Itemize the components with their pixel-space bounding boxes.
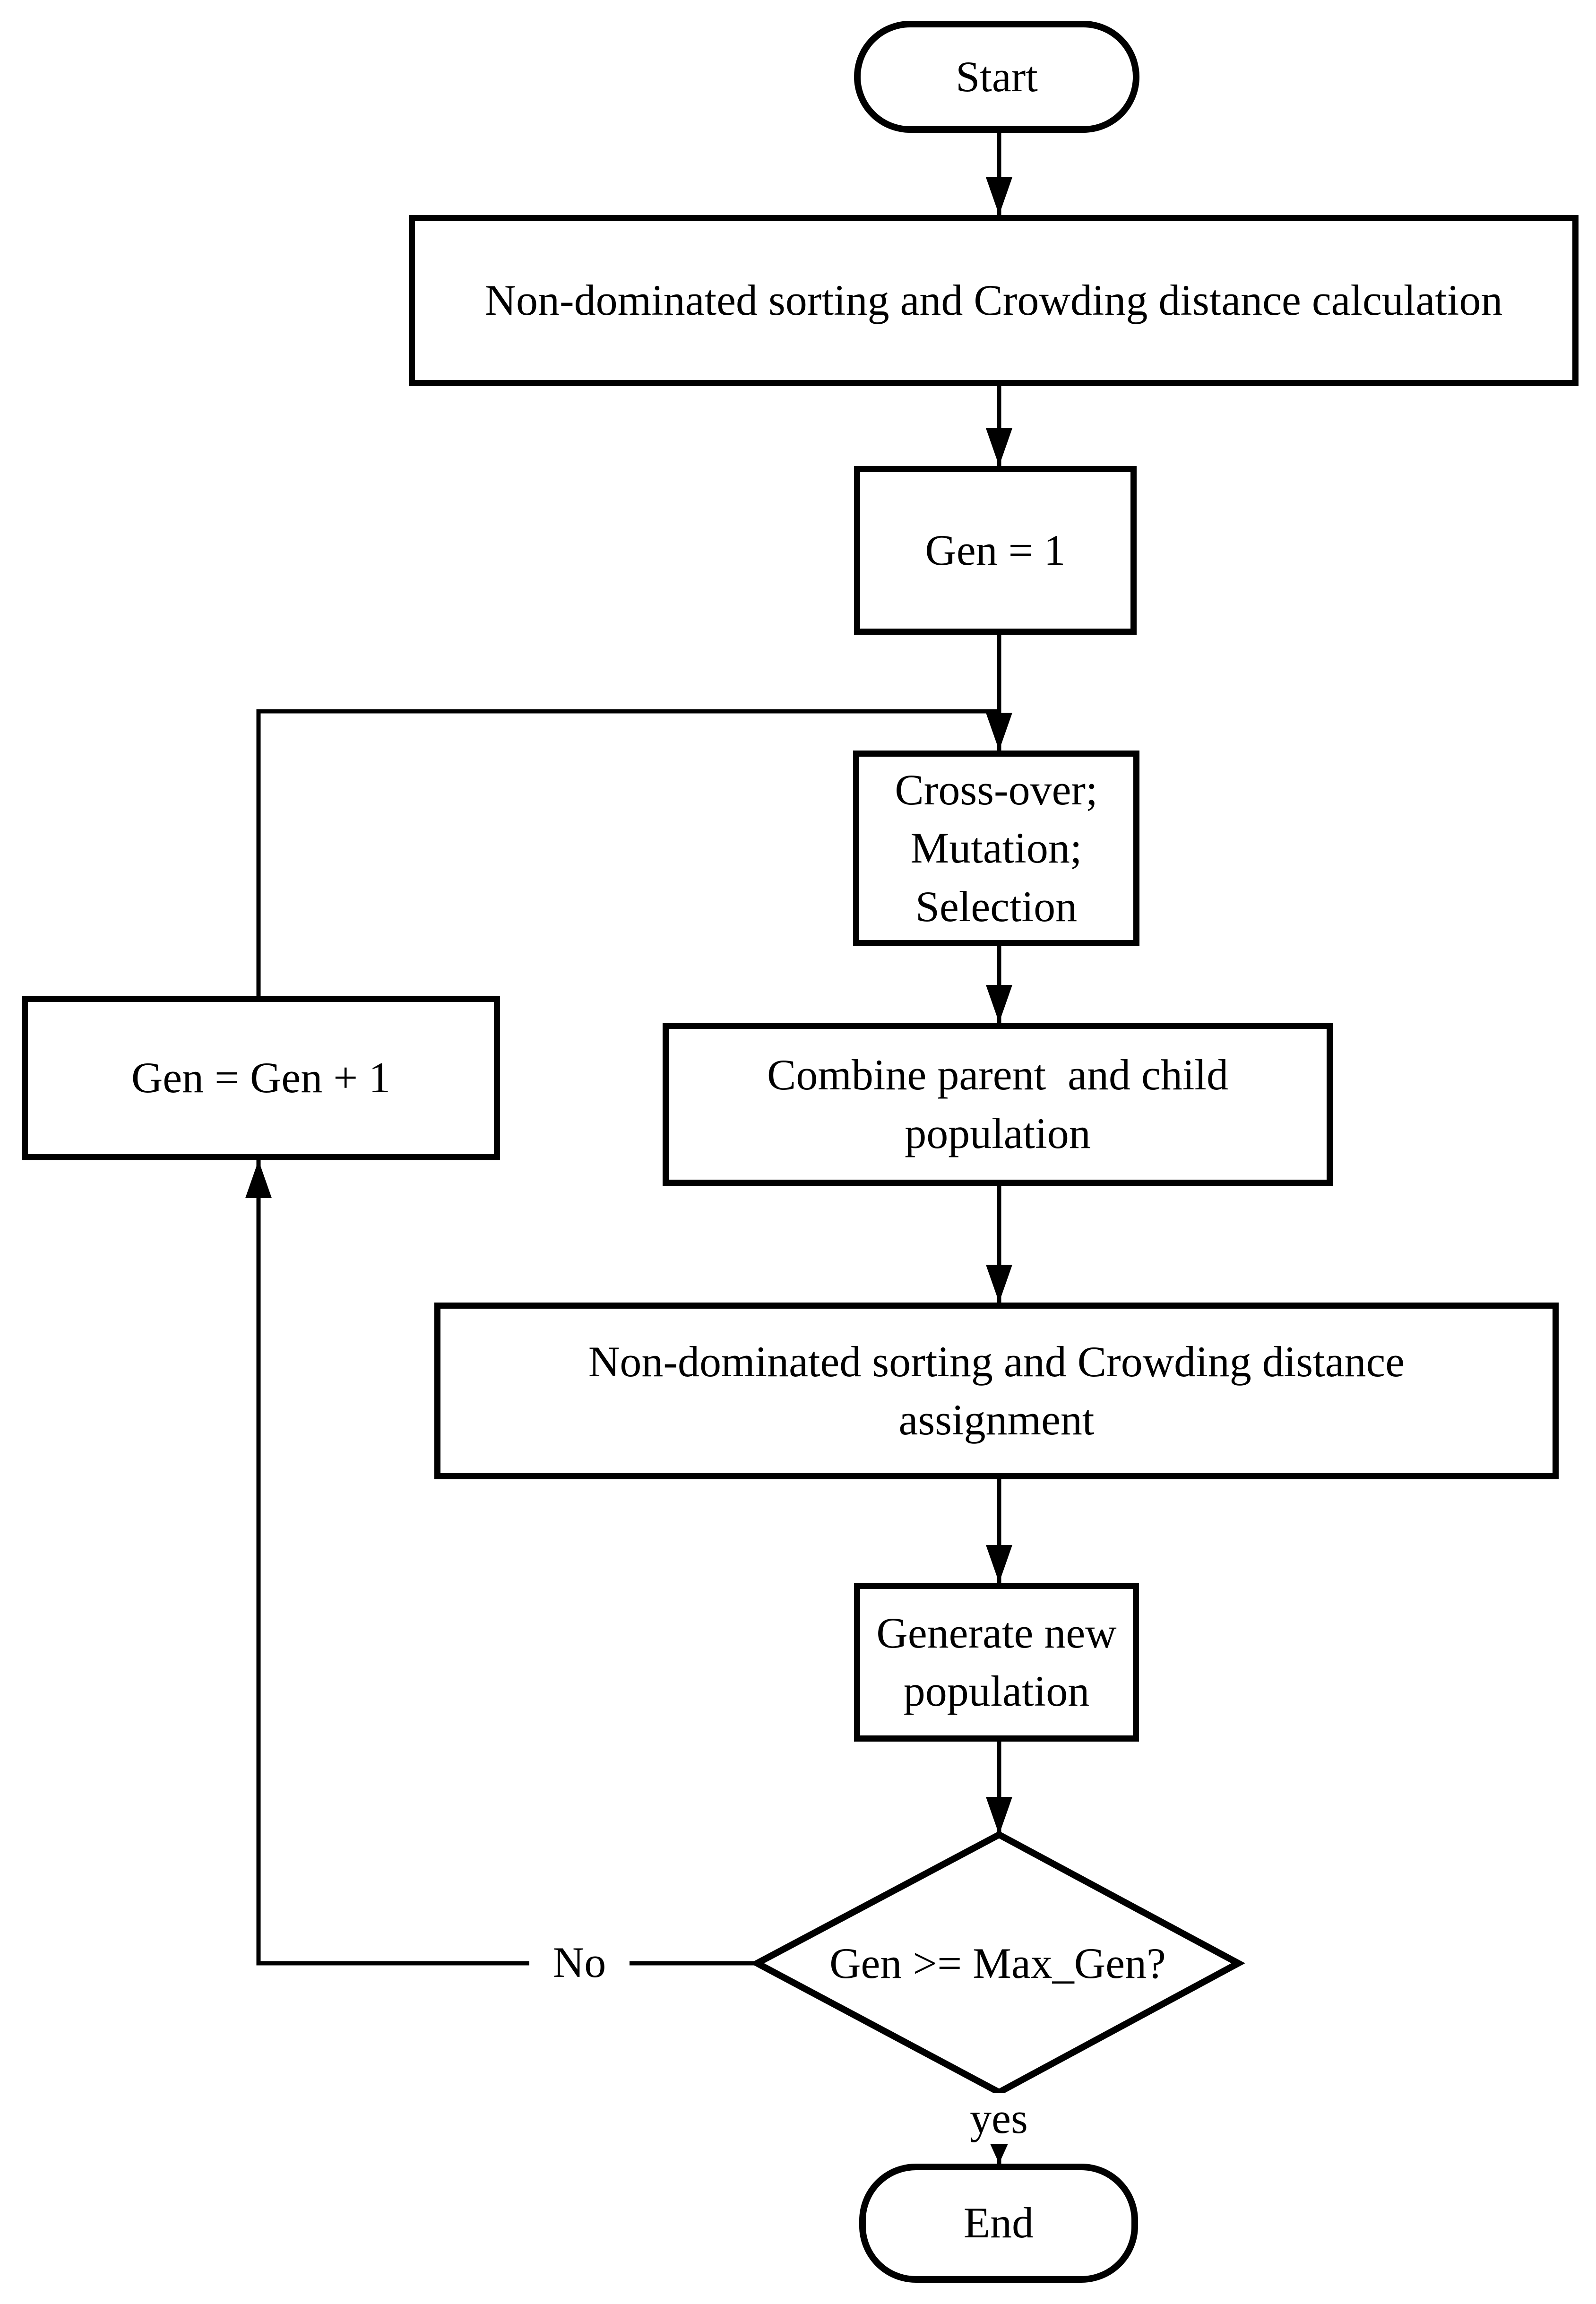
- node-gen-increment: Gen = Gen + 1: [22, 996, 500, 1160]
- node-gen-init: Gen = 1: [854, 466, 1137, 635]
- edge-label-yes: yes: [958, 2093, 1040, 2144]
- node-crossover: Cross-over; Mutation; Selection: [853, 751, 1139, 946]
- node-nds-calculation-label: Non-dominated sorting and Crowding dista…: [484, 276, 1503, 325]
- node-start-label: Start: [956, 52, 1038, 101]
- node-crossover-label: Cross-over; Mutation; Selection: [895, 766, 1098, 931]
- node-gen-init-label: Gen = 1: [925, 526, 1066, 574]
- arrowhead-into-assignment: [986, 1265, 1012, 1303]
- arrowhead-into-end: [988, 2140, 1010, 2164]
- node-combine: Combine parent and child population: [663, 1023, 1333, 1186]
- arrowhead-into-combine: [986, 985, 1012, 1023]
- node-start: Start: [854, 21, 1139, 133]
- arrowhead-into-decision: [986, 1797, 1012, 1835]
- node-nds-assignment-label: Non-dominated sorting and Crowding dista…: [588, 1337, 1405, 1444]
- node-nds-assignment: Non-dominated sorting and Crowding dista…: [434, 1303, 1559, 1479]
- edge-label-no: No: [529, 1929, 630, 1995]
- node-nds-calculation: Non-dominated sorting and Crowding dista…: [409, 215, 1579, 386]
- node-generate-population-label: Generate new population: [876, 1608, 1117, 1715]
- arrowhead-into-geninit: [986, 428, 1012, 466]
- node-end-label: End: [963, 2199, 1034, 2247]
- arrowhead-into-generate: [986, 1545, 1012, 1583]
- edge-label-yes-text: yes: [970, 2094, 1028, 2142]
- node-end: End: [859, 2164, 1138, 2283]
- node-decision-label: Gen >= Max_Gen?: [829, 1939, 1166, 1987]
- node-gen-increment-label: Gen = Gen + 1: [131, 1053, 391, 1102]
- edge-loop-return: [256, 709, 999, 996]
- arrowhead-into-sorting: [986, 177, 1012, 215]
- decision-diamond-shape: [750, 1831, 1245, 2096]
- arrowhead-into-crossover: [986, 713, 1012, 751]
- node-combine-label: Combine parent and child population: [767, 1051, 1228, 1157]
- edge-decision-no-branch: [256, 1160, 757, 1966]
- node-decision: Gen >= Max_Gen?: [757, 1835, 1238, 2092]
- node-generate-population: Generate new population: [854, 1583, 1139, 1742]
- arrowhead-into-genincrement: [245, 1160, 272, 1198]
- edge-label-no-text: No: [552, 1938, 606, 1986]
